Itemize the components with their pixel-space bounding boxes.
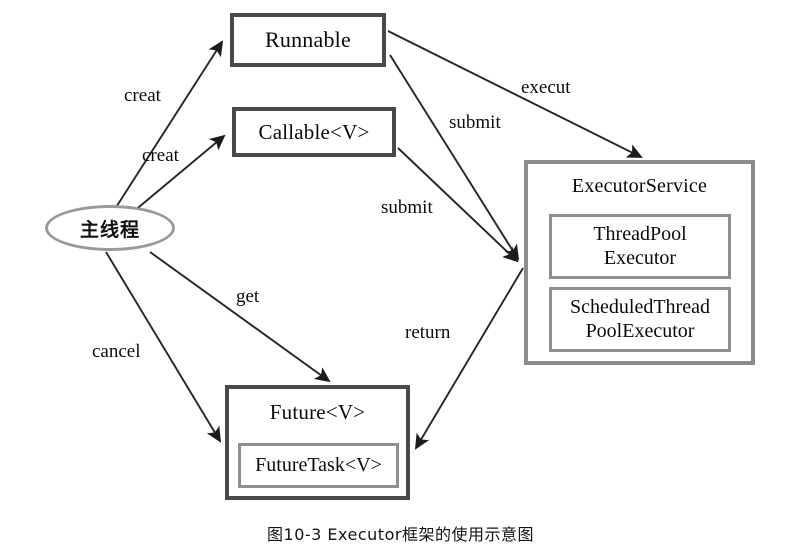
edge-label-creat-runnable: creat <box>124 85 161 106</box>
node-thread-pool-executor[interactable]: ThreadPool Executor <box>549 214 731 279</box>
edge-submit-runnable <box>389 54 520 261</box>
node-runnable[interactable]: Runnable <box>230 13 386 67</box>
edge-submit-callable <box>397 147 519 263</box>
node-thread-pool-executor-line-1: ThreadPool <box>593 222 687 245</box>
node-future[interactable]: Future<V> FutureTask<V> <box>225 385 410 500</box>
node-main-thread[interactable]: 主线程 <box>45 205 175 251</box>
node-runnable-label: Runnable <box>265 27 351 52</box>
node-future-task-label: FutureTask<V> <box>255 453 382 476</box>
node-scheduled-thread-pool-executor[interactable]: ScheduledThread PoolExecutor <box>549 287 731 352</box>
edge-creat-runnable <box>112 40 224 213</box>
node-executor-service-label: ExecutorService <box>571 175 708 197</box>
edge-get <box>149 251 331 383</box>
node-executor-service[interactable]: ExecutorService ThreadPool Executor Sche… <box>524 160 755 365</box>
edge-label-submit-callable: submit <box>381 197 433 218</box>
edge-execut <box>387 30 643 158</box>
node-thread-pool-executor-line-2: Executor <box>603 246 677 269</box>
figure-caption: 图10-3 Executor框架的使用示意图 <box>267 525 534 544</box>
node-future-label: Future<V> <box>269 400 366 424</box>
node-callable[interactable]: Callable<V> <box>232 107 396 157</box>
node-main-thread-label: 主线程 <box>79 218 140 241</box>
edge-label-creat-callable: creat <box>142 145 179 166</box>
edge-label-execut: execut <box>521 77 571 98</box>
edge-return <box>414 267 524 450</box>
edge-label-return: return <box>405 322 451 343</box>
edge-label-cancel: cancel <box>92 341 141 362</box>
edge-cancel <box>105 251 222 443</box>
edge-label-get: get <box>236 286 260 307</box>
node-callable-label: Callable<V> <box>258 119 370 144</box>
node-scheduled-thread-pool-executor-line-2: PoolExecutor <box>585 319 695 342</box>
edge-label-submit-runnable: submit <box>449 112 501 133</box>
node-scheduled-thread-pool-executor-line-1: ScheduledThread <box>570 295 710 318</box>
node-future-task[interactable]: FutureTask<V> <box>238 443 399 488</box>
